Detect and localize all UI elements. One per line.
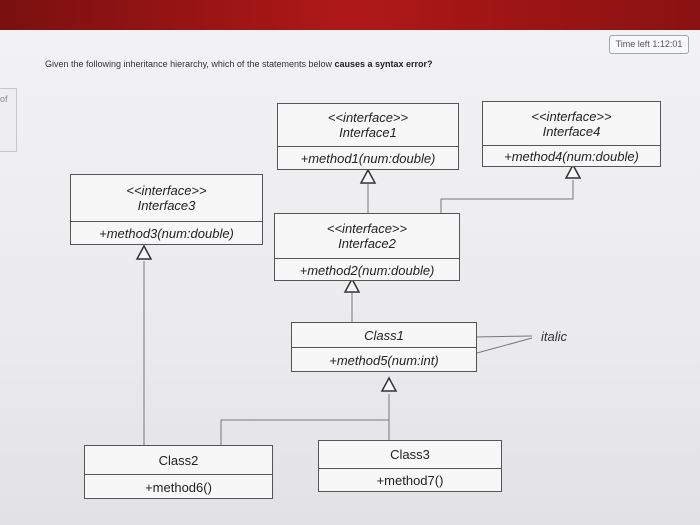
interface4-name: Interface4: [542, 123, 601, 139]
triangle-interface4: [564, 163, 582, 179]
link-interface2-interface4: [440, 180, 574, 213]
link-class2-class1: [220, 419, 389, 445]
question-prefix: Given the following inheritance hierarch…: [45, 59, 335, 69]
class1-box: Class1 +method5(num:int): [291, 322, 477, 372]
class2-name: Class2: [158, 452, 199, 468]
interface3-box: <<interface>> Interface3 +method3(num:do…: [70, 174, 263, 245]
interface3-name: Interface3: [137, 198, 196, 213]
class3-method: +method7(): [376, 473, 444, 488]
class3-box: Class3 +method7(): [318, 440, 502, 492]
class1-name: Class1: [364, 327, 404, 343]
interface3-stereotype: <<interface>>: [126, 183, 207, 198]
interface2-method: +method2(num:double): [299, 262, 435, 278]
interface4-method: +method4(num:double): [504, 149, 639, 164]
class2-box: Class2 +method6(): [84, 445, 273, 499]
time-left-badge: Time left 1:12:01: [609, 35, 689, 54]
interface2-stereotype: <<interface>>: [326, 221, 408, 236]
question-nav-panel[interactable]: [0, 88, 17, 152]
triangle-class1: [380, 376, 398, 392]
class1-method: +method5(num:int): [329, 352, 439, 368]
class2-method: +method6(): [145, 479, 212, 495]
browser-top-bar: [0, 0, 700, 34]
interface4-box: <<interface>> Interface4 +method4(num:do…: [482, 101, 661, 167]
interface1-method: +method1(num:double): [300, 151, 436, 166]
triangle-interface3: [135, 244, 153, 260]
interface1-box: <<interface>> Interface1 +method1(num:do…: [277, 103, 459, 170]
interface2-box: <<interface>> Interface2 +method2(num:do…: [274, 213, 460, 281]
question-text: Given the following inheritance hierarch…: [45, 59, 433, 69]
interface3-method: +method3(num:double): [99, 226, 234, 241]
triangle-interface2: [343, 277, 361, 293]
triangle-interface1: [359, 168, 377, 184]
italic-annotation: italic: [541, 329, 568, 344]
interface2-name: Interface2: [338, 236, 396, 251]
question-nav-label: of: [0, 94, 8, 104]
interface1-stereotype: <<interface>>: [327, 110, 409, 125]
question-emphasis: causes a syntax error?: [334, 59, 433, 69]
interface4-stereotype: <<interface>>: [531, 108, 612, 124]
interface1-name: Interface1: [339, 125, 397, 140]
class3-name: Class3: [390, 447, 430, 462]
